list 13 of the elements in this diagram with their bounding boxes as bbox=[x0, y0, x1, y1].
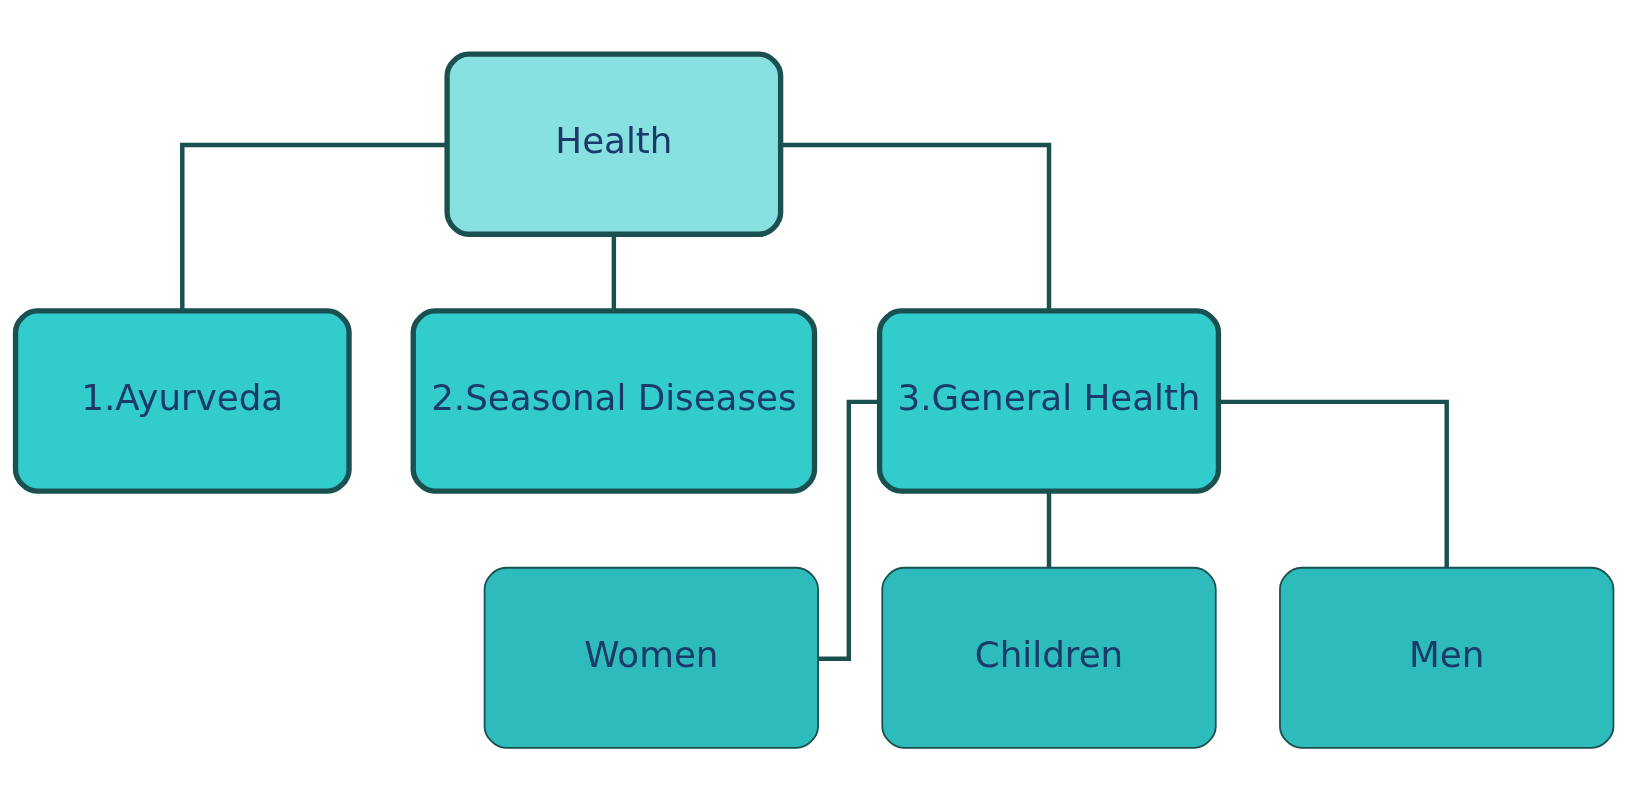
node-box: 2.Seasonal Diseases bbox=[410, 307, 818, 494]
node-box: Health bbox=[444, 50, 784, 237]
node-box: Men bbox=[1279, 566, 1615, 749]
connector bbox=[611, 234, 617, 310]
node-box: 3.General Health bbox=[876, 307, 1222, 494]
connector bbox=[180, 142, 447, 311]
connector bbox=[780, 142, 1052, 311]
connector bbox=[1218, 399, 1449, 568]
node-box: Women bbox=[483, 566, 819, 749]
connector bbox=[818, 399, 880, 661]
node-box: Children bbox=[881, 566, 1217, 749]
connector bbox=[1046, 491, 1052, 567]
node-box: 1.Ayurveda bbox=[12, 307, 352, 494]
